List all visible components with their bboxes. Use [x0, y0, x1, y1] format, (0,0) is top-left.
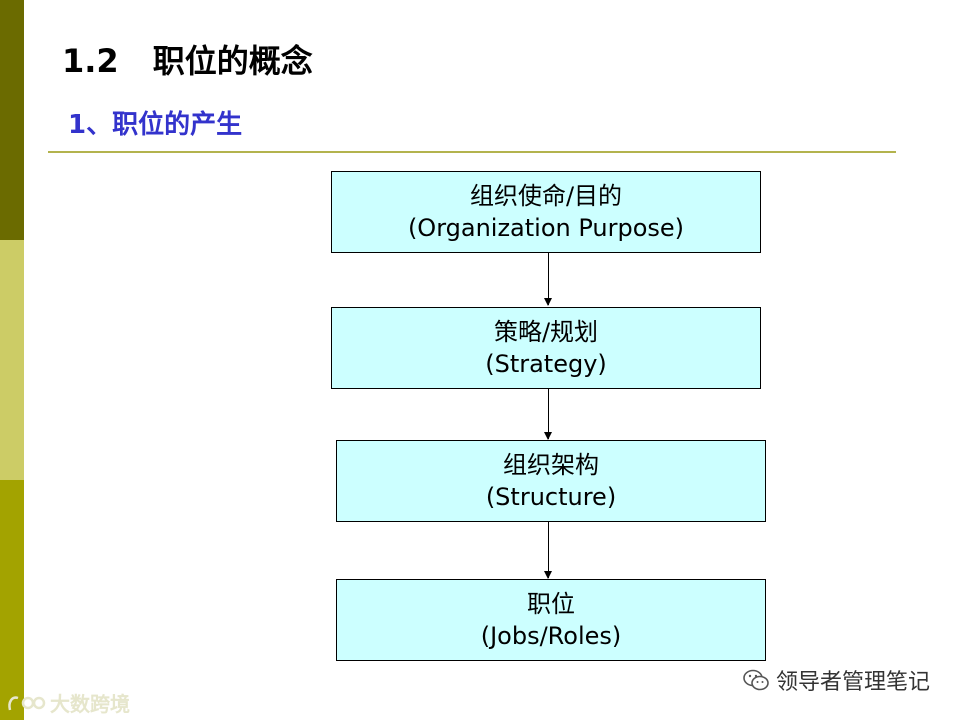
sidebar-segment-bottom	[0, 480, 24, 720]
flow-box-label-english: (Jobs/Roles)	[480, 622, 622, 650]
page-title: 1.2 职位的概念	[62, 36, 313, 82]
sidebar-segment-middle	[0, 240, 24, 480]
flow-arrow	[544, 389, 552, 440]
flow-arrow	[544, 253, 552, 306]
flow-box-strategy: 策略/规划 (Strategy)	[331, 307, 761, 389]
title-text: 职位的概念	[152, 42, 313, 80]
sidebar-segment-top	[0, 0, 24, 240]
title-number: 1.2	[62, 42, 119, 80]
flow-box-label: 组织架构	[503, 451, 599, 479]
wechat-icon	[743, 669, 769, 691]
wechat-watermark: 领导者管理笔记	[742, 664, 930, 696]
flow-box-organization-purpose: 组织使命/目的 (Organization Purpose)	[331, 171, 761, 253]
flow-box-structure: 组织架构 (Structure)	[336, 440, 766, 522]
flow-box-label-english: (Strategy)	[485, 350, 607, 378]
wechat-watermark-text: 领导者管理笔记	[775, 670, 930, 695]
flow-box-jobs-roles: 职位 (Jobs/Roles)	[336, 579, 766, 661]
logo-icon	[8, 695, 46, 710]
section-subtitle: 1、职位的产生	[68, 110, 243, 140]
flow-box-label: 策略/规划	[493, 318, 599, 346]
flow-box-label-english: (Structure)	[485, 483, 617, 511]
title-divider	[48, 151, 896, 153]
flow-box-label: 组织使命/目的	[469, 182, 623, 210]
logo-watermark: 大数跨境	[6, 688, 130, 717]
flow-arrow	[544, 522, 552, 579]
flow-box-label-english: (Organization Purpose)	[407, 214, 685, 242]
logo-watermark-text: 大数跨境	[50, 692, 130, 716]
flow-box-label: 职位	[527, 590, 575, 618]
